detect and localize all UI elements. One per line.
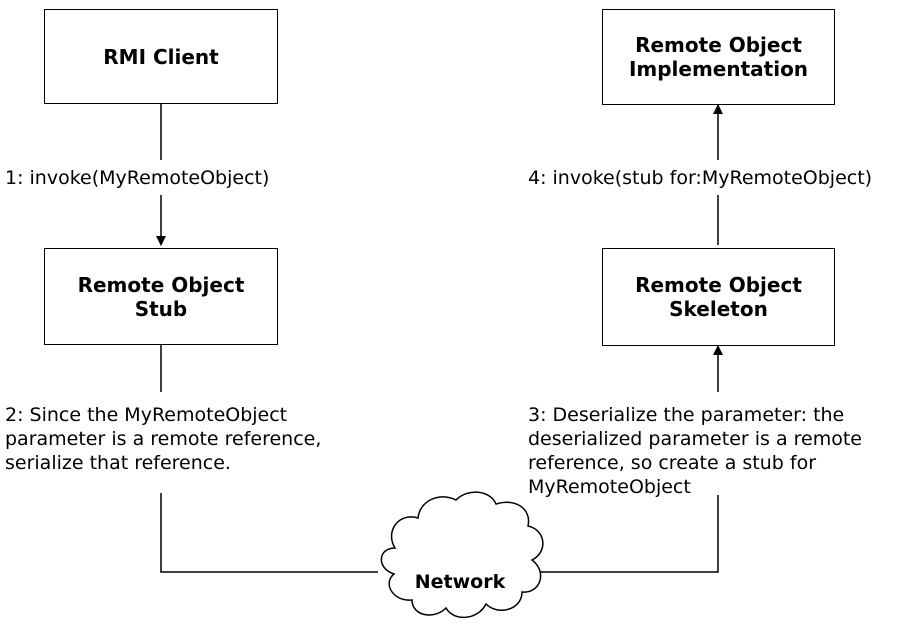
connector-network-to-skeleton: [535, 495, 719, 573]
step1-label: 1: invoke(MyRemoteObject): [5, 167, 270, 189]
connector-stub-to-network: [160, 493, 378, 573]
network-label: Network: [414, 571, 506, 593]
remote-object-stub-box: Remote Object Stub: [44, 248, 278, 345]
step3-label: 3: Deserialize the parameter: the deseri…: [528, 404, 862, 498]
rmi-client-box: RMI Client: [44, 9, 278, 104]
remote-object-skeleton-box: Remote Object Skeleton: [602, 248, 835, 346]
step2-label: 2: Since the MyRemoteObject parameter is…: [5, 404, 322, 474]
remote-object-implementation-box: Remote Object Implementation: [602, 9, 835, 105]
network-cloud-icon: [380, 491, 544, 618]
step4-label: 4: invoke(stub for:MyRemoteObject): [528, 167, 873, 189]
